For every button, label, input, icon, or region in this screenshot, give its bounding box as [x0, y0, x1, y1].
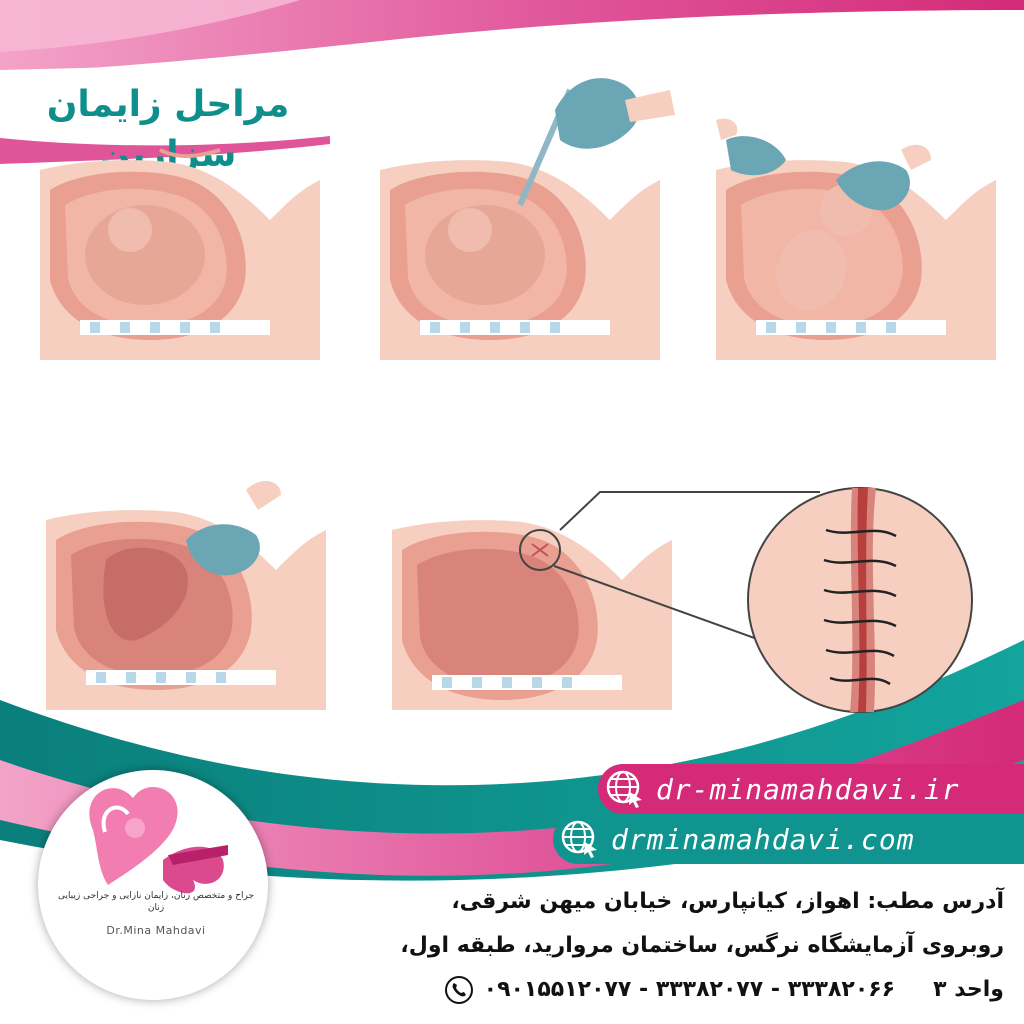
globe-cursor-icon — [606, 770, 642, 808]
top-pink-wave-light — [0, 0, 300, 52]
address-unit: واحد ۳ — [933, 977, 1004, 1002]
address-line-3: واحد ۳ ۳۳۳۸۲۰۶۶ - ۳۳۳۸۲۰۷۷ - ۰۹۰۱۵۵۱۲۰۷۷ — [364, 968, 1004, 1012]
website-link-com-text: drminamahdavi.com — [611, 822, 915, 856]
step-5-illustration — [392, 520, 672, 710]
website-link-ir-text: dr-minamahdavi.ir — [656, 772, 960, 806]
title-ribbon-shape — [0, 62, 330, 158]
phone-numbers[interactable]: ۳۳۳۸۲۰۶۶ - ۳۳۳۸۲۰۷۷ - ۰۹۰۱۵۵۱۲۰۷۷ — [483, 977, 896, 1002]
step-4-illustration — [46, 480, 326, 710]
step-2-illustration — [380, 78, 675, 360]
zoom-line-bottom — [553, 565, 761, 641]
website-link-ir[interactable]: dr-minamahdavi.ir — [598, 764, 1024, 814]
address-line-1: آدرس مطب: اهواز، کیانپارس، خیابان میهن ش… — [451, 889, 1004, 914]
address-line-2: روبروی آزمایشگاه نرگس، ساختمان مروارید، … — [400, 933, 1004, 958]
logo-badge — [38, 770, 268, 1000]
suture-closeup — [747, 487, 973, 713]
step-1-illustration — [40, 148, 320, 360]
zoom-line-top — [559, 491, 820, 531]
top-pink-wave — [0, 0, 1024, 72]
clinic-address: آدرس مطب: اهواز، کیانپارس، خیابان میهن ش… — [364, 880, 1004, 1012]
globe-cursor-icon — [561, 820, 597, 858]
title-ribbon-pink — [0, 136, 330, 164]
logo-name-en: Dr.Mina Mahdavi — [106, 924, 206, 937]
illustrations — [40, 78, 996, 713]
website-link-com[interactable]: drminamahdavi.com — [553, 814, 1024, 864]
logo-tagline: جراح و متخصص زنان، زایمان نازایی و جراحی… — [57, 891, 255, 913]
step-3-illustration — [716, 118, 996, 360]
bottom-white-area — [0, 790, 1024, 1024]
phone-icon — [444, 976, 473, 1004]
